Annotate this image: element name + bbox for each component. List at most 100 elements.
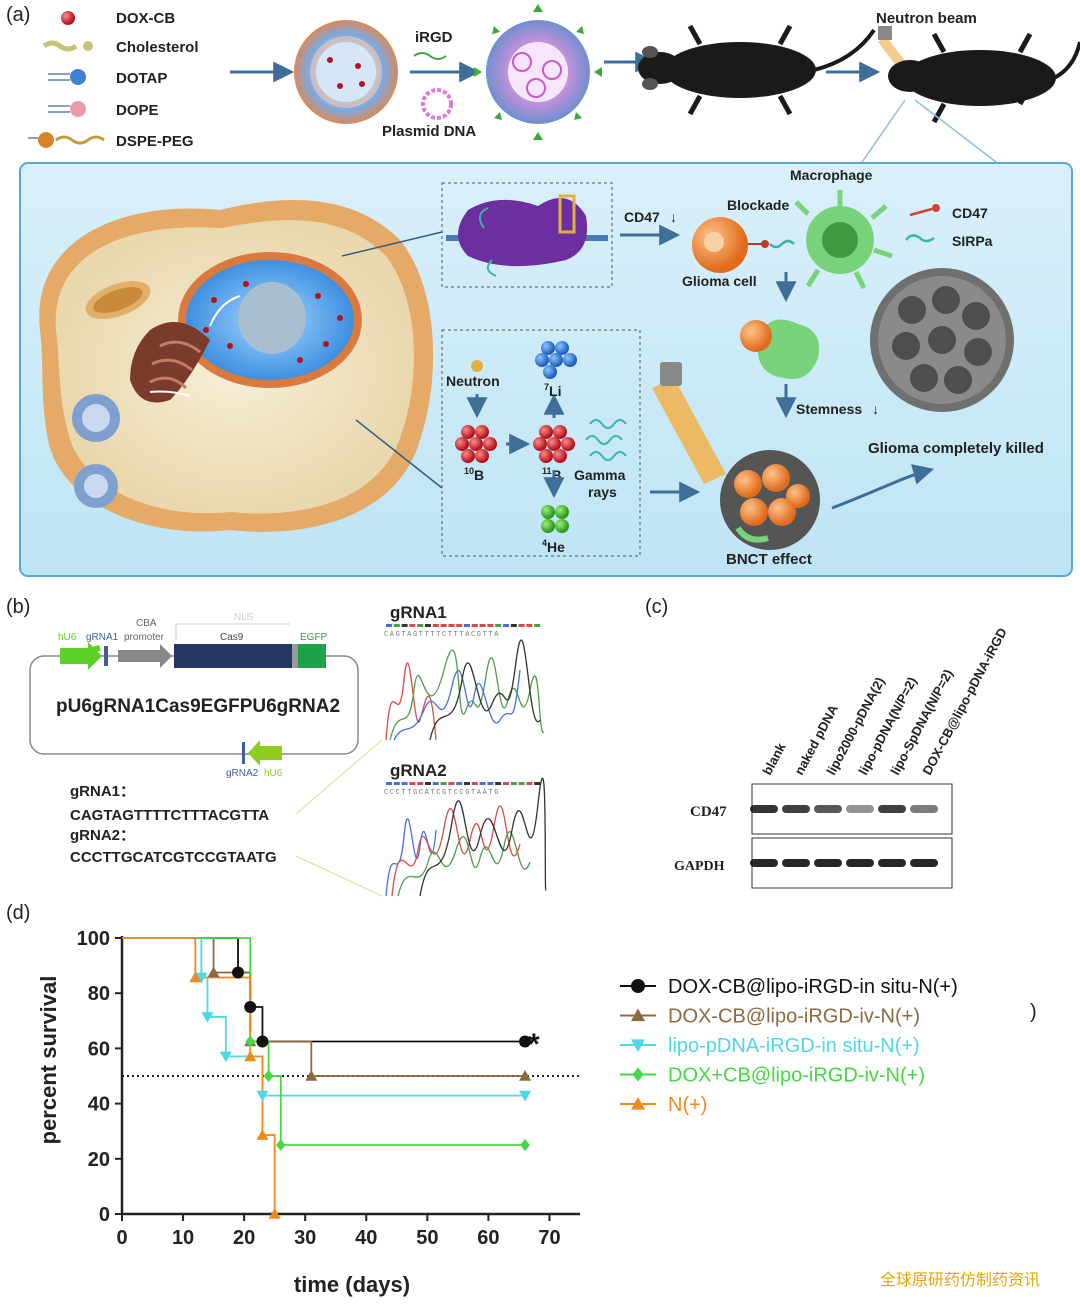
mouse-neutron-beam-icon <box>878 26 1080 124</box>
base-color-mark <box>432 782 439 785</box>
blot-band <box>846 805 874 813</box>
bnct-effect-label: BNCT effect <box>726 551 812 568</box>
bnct-effect-icon <box>652 362 820 550</box>
stray-parenthesis: ) <box>1030 1001 1037 1023</box>
chromatogram-1-color-strip <box>386 624 541 627</box>
base-color-mark <box>487 624 494 627</box>
x-tick-label: 40 <box>355 1227 377 1249</box>
sirpa-legend-label: SIRPa <box>952 233 993 249</box>
blot-band <box>814 859 842 867</box>
base-color-mark <box>518 624 525 627</box>
cba-promoter-arrow <box>118 644 172 668</box>
blot-band <box>910 859 938 867</box>
data-point <box>631 1039 645 1052</box>
base-color-mark <box>503 624 509 627</box>
boron-11-icon <box>533 425 575 463</box>
data-point <box>632 1067 644 1082</box>
data-point <box>201 1012 214 1023</box>
base-color-mark <box>409 624 416 627</box>
base-color-mark <box>409 782 416 785</box>
data-point <box>519 1090 532 1102</box>
base-color-mark <box>456 782 463 785</box>
x-tick-label: 60 <box>477 1227 499 1249</box>
bnct-box <box>441 329 641 557</box>
base-color-mark <box>487 782 494 785</box>
data-point <box>232 966 245 979</box>
base-color-mark <box>495 782 502 785</box>
cas9-gene <box>174 644 292 668</box>
blot-band <box>878 805 906 813</box>
svg-text:4He: 4He <box>542 538 565 555</box>
neutron-label: Neutron <box>446 373 500 389</box>
blot-band <box>878 859 906 867</box>
legend-entry-label: lipo-pDNA-iRGD-in situ-N(+) <box>668 1035 920 1057</box>
base-color-mark <box>479 624 486 627</box>
chromatogram-1-trace <box>385 639 545 741</box>
base-color-mark <box>417 624 424 627</box>
data-point <box>263 1070 274 1082</box>
base-color-mark <box>386 624 392 627</box>
base-color-mark <box>401 624 408 627</box>
panel-a-schematic: DOX-CB Cholesterol DOTAP DOPE DSPE-PEG i… <box>19 4 1080 577</box>
blot-band <box>910 805 938 813</box>
hu6-reverse-arrow <box>248 740 282 766</box>
li7-label: Li <box>549 383 561 399</box>
base-color-mark <box>448 624 455 627</box>
base-color-mark <box>510 624 517 627</box>
plasmid-dna-label: Plasmid DNA <box>382 123 476 140</box>
b11-sup: 11 <box>542 466 552 476</box>
survival-series-line <box>122 937 526 1097</box>
blockade-label: Blockade <box>727 197 789 213</box>
macrophage-icon <box>769 190 893 290</box>
blot-band <box>814 805 842 813</box>
cd47-legend-label: CD47 <box>952 205 988 221</box>
base-color-mark <box>471 624 478 627</box>
legend-dspe-peg: DSPE-PEG <box>116 133 194 150</box>
y-tick-label: 20 <box>88 1149 110 1171</box>
blot-band <box>782 805 810 813</box>
significance-annotation: * <box>528 1028 540 1061</box>
svg-text:10B: 10B <box>464 466 484 483</box>
neutron-icon <box>471 360 483 372</box>
data-point <box>256 1090 269 1102</box>
data-point <box>219 1051 232 1063</box>
legend-cholesterol: Cholesterol <box>116 39 199 56</box>
legend-dope: DOPE <box>116 102 159 119</box>
y-tick-label: 0 <box>99 1204 110 1226</box>
gamma-rays-icon <box>585 419 627 461</box>
b10-label: B <box>474 467 484 483</box>
x-tick-label: 70 <box>538 1227 560 1249</box>
grna2-label: gRNA2： <box>70 827 135 844</box>
he4-sup: 4 <box>542 538 547 548</box>
helium-4-icon <box>541 505 569 533</box>
gamma-label-2: rays <box>588 484 617 500</box>
panel-label-a: (a) <box>6 4 31 26</box>
b11-label: B <box>552 467 562 483</box>
survival-series-line <box>122 937 526 1146</box>
macrophage-label: Macrophage <box>790 167 873 183</box>
grna1-sequence: CAGTAGTTTTCTTTACGTTA <box>70 807 269 824</box>
survival-series-line <box>122 937 526 1043</box>
svg-text:↓: ↓ <box>872 401 879 417</box>
mouse-icon <box>638 24 876 116</box>
base-color-mark <box>432 624 439 627</box>
base-color-mark <box>534 782 541 785</box>
base-color-mark <box>425 624 431 627</box>
data-point <box>275 1139 286 1151</box>
data-point <box>519 1070 532 1081</box>
data-point <box>631 1008 645 1022</box>
survival-series-line <box>122 937 526 1077</box>
blot-band <box>750 859 778 867</box>
base-color-mark <box>495 624 502 627</box>
base-color-mark <box>534 624 541 627</box>
legend-icons <box>28 11 105 148</box>
base-color-mark <box>471 782 478 785</box>
data-point <box>207 966 220 978</box>
x-tick-label: 30 <box>294 1227 316 1249</box>
x-tick-label: 20 <box>233 1227 255 1249</box>
legend-entry-label: DOX-CB@lipo-iRGD-iv-N(+) <box>668 1006 920 1028</box>
base-color-mark <box>425 782 431 785</box>
base-color-mark <box>479 782 486 785</box>
legend-dox-cb: DOX-CB <box>116 10 175 27</box>
